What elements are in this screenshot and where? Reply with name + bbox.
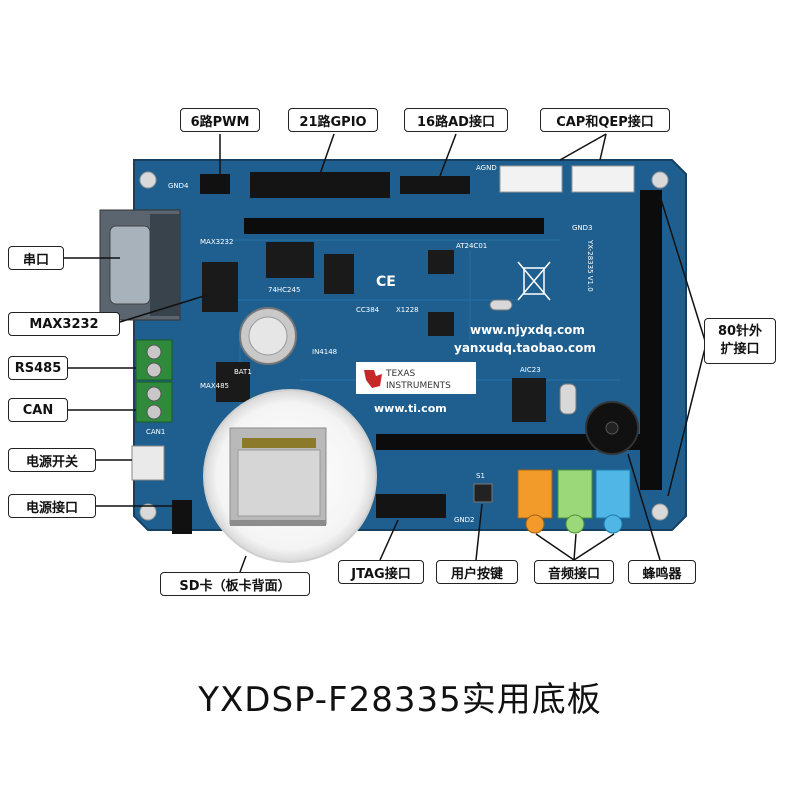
ti-site-text: www.ti.com bbox=[374, 402, 447, 415]
chip-aic23: AIC23 bbox=[520, 366, 541, 374]
callout-ext-line1: 80针外 bbox=[717, 324, 763, 339]
sd-card-magnifier bbox=[203, 389, 377, 563]
audio-jacks bbox=[517, 469, 631, 534]
callout-ext-80pin: 80针外 扩接口 bbox=[704, 318, 776, 364]
chip-74hc245: 74HC245 bbox=[268, 286, 300, 294]
shop-text: yanxudq.taobao.com bbox=[454, 341, 596, 355]
db9-serial-connector bbox=[99, 209, 181, 321]
chip-at24c01: AT24C01 bbox=[456, 242, 487, 250]
label-gnd2: GND2 bbox=[454, 516, 475, 524]
terminal-blocks bbox=[135, 339, 173, 423]
weee-bin-icon bbox=[517, 261, 551, 301]
label-can1: CAN1 bbox=[146, 428, 165, 436]
callout-ad: 16路AD接口 bbox=[404, 108, 508, 132]
ti-text-1: TEXAS bbox=[385, 369, 416, 379]
bottom-pin-header bbox=[376, 434, 646, 450]
chip-max3232: MAX3232 bbox=[200, 238, 233, 246]
label-bat1: BAT1 bbox=[234, 368, 252, 376]
callout-user-key: 用户按键 bbox=[436, 560, 518, 584]
top-pin-headers bbox=[200, 165, 635, 234]
callout-lines bbox=[64, 133, 707, 573]
ti-text-2: INSTRUMENTS bbox=[386, 381, 451, 391]
ce-mark: CE bbox=[376, 274, 396, 290]
callout-rs485: RS485 bbox=[8, 356, 68, 380]
callout-pwm: 6路PWM bbox=[180, 108, 260, 132]
label-gnd4: GND4 bbox=[168, 182, 189, 190]
callout-serial: 串口 bbox=[8, 246, 64, 270]
power-jack bbox=[172, 500, 192, 534]
callout-power-port: 电源接口 bbox=[8, 494, 96, 518]
callout-gpio: 21路GPIO bbox=[288, 108, 378, 132]
chips bbox=[202, 242, 546, 518]
ti-logo-icon bbox=[364, 370, 382, 388]
label-x1228: X1228 bbox=[396, 306, 419, 314]
label-gnd3: GND3 bbox=[572, 224, 593, 232]
callout-jtag: JTAG接口 bbox=[338, 560, 424, 584]
website-text: www.njyxdq.com bbox=[470, 323, 585, 337]
callout-sd-card: SD卡（板卡背面） bbox=[160, 572, 310, 596]
callout-audio: 音频接口 bbox=[534, 560, 614, 584]
callout-max3232: MAX3232 bbox=[8, 312, 120, 336]
callout-can: CAN bbox=[8, 398, 68, 422]
label-cc384: CC384 bbox=[356, 306, 380, 314]
callout-power-switch: 电源开关 bbox=[8, 448, 96, 472]
chip-max485: MAX485 bbox=[200, 382, 229, 390]
page-title: YXDSP-F28335实用底板 bbox=[198, 680, 602, 720]
callout-ext-line2: 扩接口 bbox=[720, 342, 760, 357]
ext-80pin-header bbox=[640, 190, 662, 490]
label-version: YX-28335 V1.0 bbox=[586, 239, 594, 292]
label-s1: S1 bbox=[476, 472, 485, 480]
label-in4148: IN4148 bbox=[312, 348, 337, 356]
power-switch bbox=[131, 445, 165, 481]
callout-cap: CAP和QEP接口 bbox=[540, 108, 670, 132]
user-key bbox=[473, 483, 493, 503]
callout-buzzer: 蜂鸣器 bbox=[628, 560, 696, 584]
label-agnd: AGND bbox=[476, 164, 497, 172]
